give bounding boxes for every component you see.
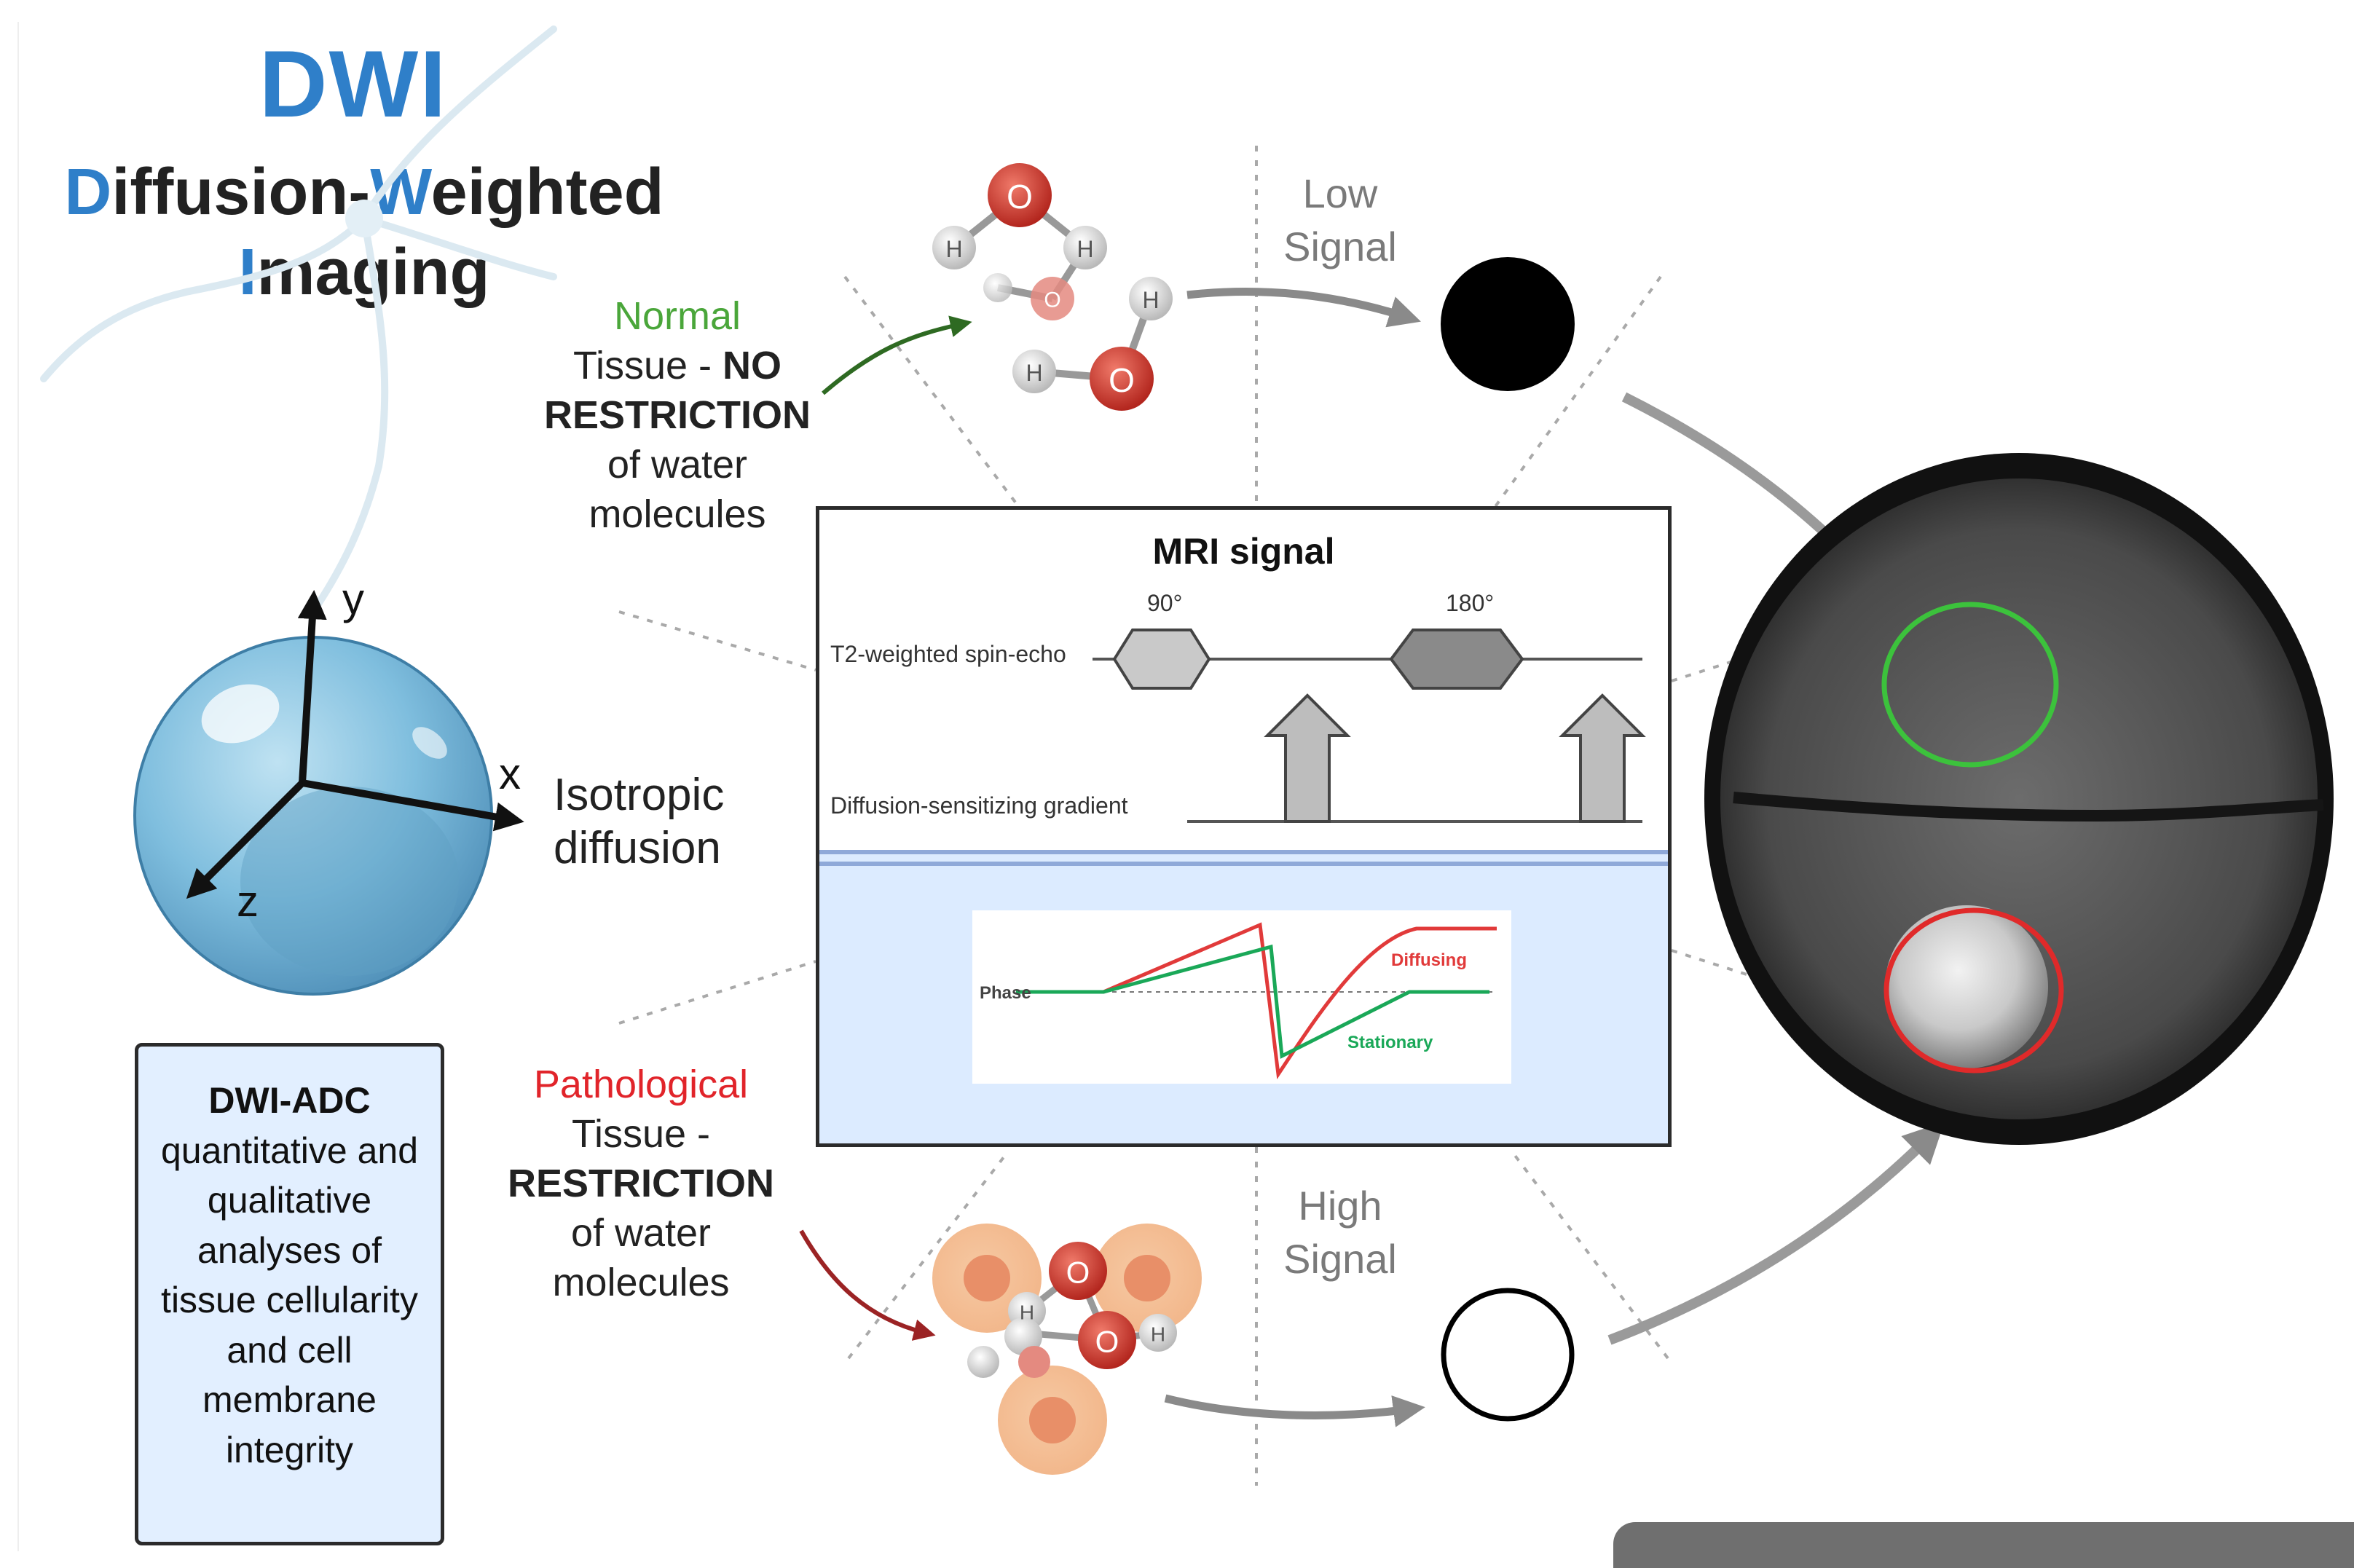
pathological-word: Pathological	[533, 1063, 749, 1106]
pulse-180-label: 180°	[1446, 590, 1495, 616]
pathological-line-molecules: molecules	[552, 1261, 730, 1305]
normal-line-tissue: Tissue -	[572, 344, 723, 388]
arrow-high-to-mri	[1607, 1122, 1945, 1345]
axis-x-label: x	[499, 749, 521, 798]
normal-line-restriction: RESTRICTION	[543, 393, 811, 438]
pathological-line-restriction: RESTRICTION	[507, 1162, 774, 1206]
adc-body: quantitative and qualitative analyses of…	[160, 1130, 419, 1470]
phase-plot: Phase Diffusing Stationary	[972, 910, 1511, 1084]
stationary-curve	[1016, 944, 1489, 1059]
hydrogen-label: H	[1151, 1323, 1165, 1346]
oxygen-label: O	[1044, 288, 1060, 312]
hydrogen-label: H	[1026, 360, 1042, 386]
arrow-molecules-to-low	[1186, 287, 1421, 328]
title-acronym: DWI	[259, 31, 448, 137]
hydrogen-label: H	[1020, 1301, 1034, 1324]
normal-line-molecules: molecules	[588, 492, 766, 537]
pulse-90-hexagon	[1112, 629, 1211, 690]
mri-brain-scan	[1704, 453, 2334, 1145]
normal-line-no: NO	[723, 344, 782, 388]
title-word-diffusion: iffusion-	[111, 156, 371, 229]
normal-line-water: of water	[607, 443, 748, 487]
normal-tissue-label: Normal Tissue - NO RESTRICTION of water …	[510, 291, 845, 539]
roi-red-circle	[1883, 907, 2064, 1073]
high-signal-label: High Signal	[1253, 1180, 1428, 1286]
axis-y-label: y	[342, 575, 364, 623]
low-word: Low	[1302, 170, 1378, 216]
isotropic-diffusion-caption: Isotropic diffusion	[554, 768, 801, 875]
neuron-decoration	[40, 25, 557, 615]
low-signal-dot	[1441, 257, 1575, 391]
oxygen-label: O	[1066, 1256, 1090, 1290]
pathological-line-water: of water	[570, 1211, 712, 1256]
arrow-normal-to-molecules	[822, 315, 972, 395]
title-letter-d: D	[64, 156, 112, 229]
mri-signal-title: MRI signal	[1152, 531, 1335, 572]
diffusing-curve	[1016, 922, 1497, 1080]
normal-word: Normal	[613, 294, 741, 338]
pulse-90-label: 90°	[1147, 590, 1183, 616]
roi-green-circle	[1881, 602, 2059, 768]
gradient-arrow-1	[1264, 693, 1351, 823]
signal-word: Signal	[1283, 1235, 1397, 1282]
high-signal-dot	[1441, 1288, 1575, 1422]
diffusing-label: Diffusing	[1391, 950, 1467, 970]
pulse-sequence-graphic	[819, 629, 1668, 866]
gradient-arrow-2	[1559, 693, 1646, 823]
oxygen-label: O	[1007, 178, 1033, 216]
water-molecules-normal	[932, 163, 1173, 411]
hydrogen-label: H	[945, 236, 962, 262]
phase-axis-label: Phase	[980, 983, 1031, 1003]
diffusion-word: diffusion	[554, 823, 721, 874]
isotropic-sphere	[133, 590, 524, 996]
cells-pathological	[932, 1224, 1202, 1475]
oxygen-label: O	[1109, 361, 1135, 399]
pulse-180-hexagon	[1389, 629, 1524, 690]
mri-signal-panel: MRI signal 90° 180° T2-weighted spin-ech…	[816, 506, 1672, 1147]
signal-word: Signal	[1283, 223, 1397, 269]
adc-heading: DWI-ADC	[208, 1080, 371, 1121]
dwi-adc-box: DWI-ADC quantitative and qualitative ana…	[135, 1043, 444, 1545]
t2-spin-echo-label: T2-weighted spin-echo	[830, 641, 1066, 667]
high-word: High	[1298, 1183, 1382, 1229]
low-signal-label: Low Signal	[1253, 168, 1428, 274]
arrow-patho-to-cells	[799, 1229, 936, 1341]
pathological-tissue-label: Pathological Tissue - RESTRICTION of wat…	[481, 1060, 801, 1307]
hydrogen-label: H	[1076, 236, 1093, 262]
left-border-line	[17, 22, 19, 1551]
hydrogen-label: H	[1142, 287, 1159, 313]
diffusion-gradient-label: Diffusion-sensitizing gradient	[830, 792, 1128, 819]
axis-z-label: z	[237, 877, 259, 926]
title-letter-i: I	[238, 235, 257, 309]
oxygen-label: O	[1095, 1325, 1119, 1359]
bottom-scroll-bar	[1613, 1522, 2354, 1568]
arrow-cells-to-high	[1164, 1394, 1425, 1427]
title-word-weighted: eighted	[430, 156, 664, 229]
pathological-line-tissue: Tissue -	[571, 1112, 711, 1157]
isotropic-word: Isotropic	[554, 770, 725, 820]
stationary-label: Stationary	[1347, 1033, 1433, 1052]
